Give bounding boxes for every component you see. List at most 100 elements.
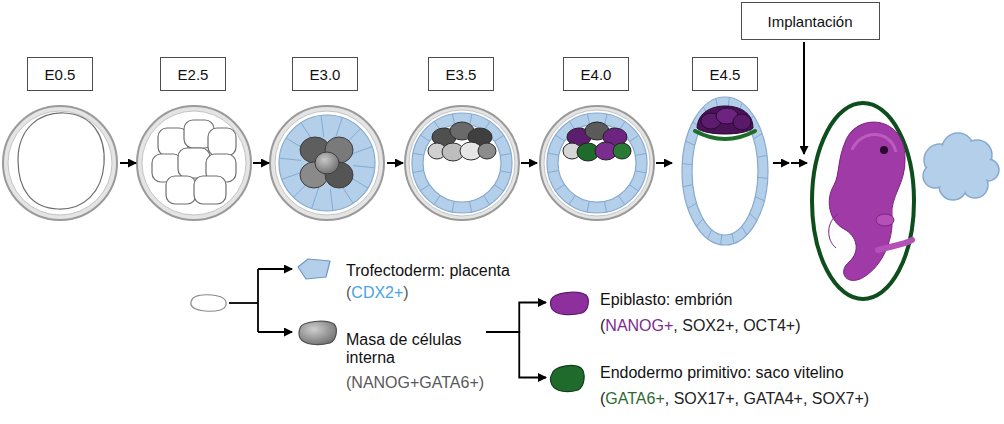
cell-boundary (413, 114, 511, 212)
cell-boundary (469, 201, 471, 212)
cell-boundary (708, 230, 712, 239)
cell-boundary (452, 114, 454, 125)
eight-cell-embryo (137, 106, 251, 220)
eight-cell-embryo (194, 176, 226, 204)
cell-boundary (682, 97, 768, 244)
cell-boundary (413, 153, 424, 155)
stage-arrow (773, 162, 789, 164)
marker-part: CDX2+ (351, 284, 403, 301)
eight-cell-embryo (208, 128, 236, 156)
trophectoderm-lineage: Trofectoderm: placenta (CDX2+) (296, 255, 510, 301)
cell-boundary (500, 171, 511, 173)
cell-boundary (629, 185, 638, 191)
stage-arrow (803, 42, 805, 154)
cell-boundary (556, 135, 565, 141)
placenta (923, 133, 999, 200)
lineage-name: Epiblasto: embrión (600, 291, 801, 309)
cell-boundary (742, 226, 747, 235)
stage-arrow (656, 162, 672, 164)
cell-boundary (683, 185, 693, 187)
cell-boundary (548, 170, 559, 172)
inner-cells (315, 152, 339, 174)
cell-boundary (757, 155, 767, 157)
morula (270, 106, 384, 220)
mid-blastocyst (544, 110, 650, 216)
cell-boundary (351, 147, 372, 155)
stage-text: E3.5 (446, 66, 477, 83)
zygote (3, 106, 117, 220)
cell-boundary (495, 135, 504, 141)
stage-arrow (387, 162, 403, 164)
implanted-embryo (829, 214, 838, 248)
stage-label: E3.5 (428, 57, 494, 91)
lineage-name: Trofectoderm: placenta (346, 262, 510, 280)
cell-boundary (750, 214, 757, 221)
implanted-embryo (852, 135, 896, 153)
cell-boundary (500, 153, 511, 155)
epiblast-lineage: Epiblasto: embrión(NANOG+, SOX2+, OCT4+) (548, 289, 801, 334)
marker-part: ( (346, 284, 351, 301)
epiblast (733, 114, 751, 130)
zygote (3, 106, 117, 220)
marker-list: (NANOG+GATA6+) (346, 374, 484, 392)
cell-boundary (604, 201, 606, 212)
stage-arrow (521, 162, 537, 164)
cell-boundary (421, 135, 430, 141)
lineage-connector (486, 332, 546, 378)
stage-text: E0.5 (45, 66, 76, 83)
cell-icon (299, 321, 336, 344)
cell-icon (298, 259, 330, 279)
cell-boundary (635, 153, 646, 155)
late-blastocyst (682, 97, 768, 245)
zygote (8, 111, 112, 215)
cell-boundary (686, 141, 695, 145)
cell-boundary (569, 195, 575, 204)
cell-icon (296, 257, 332, 281)
stage-arrow (253, 162, 269, 164)
lineage-name: Endodermo primitivo: saco vitelino (600, 364, 869, 382)
inner-cell-mass (613, 143, 631, 159)
marker-list: (GATA6+, SOX17+, GATA4+, SOX7+) (600, 390, 869, 408)
cell-boundary (548, 114, 646, 212)
cell-icon (296, 318, 338, 346)
implanted-embryo (876, 214, 894, 226)
cell-boundary (635, 171, 646, 173)
eight-cell-embryo (137, 106, 251, 220)
cell-boundary (755, 197, 764, 201)
late-blastocyst (682, 97, 768, 245)
early-blastocyst (405, 106, 519, 220)
lineage-text: Masa de células interna(NANOG+GATA6+) (296, 318, 484, 392)
zygote-cell (191, 295, 226, 311)
cell-boundary (279, 158, 301, 160)
lineage-connector (486, 303, 546, 333)
marker-part: NANOG+ (605, 317, 673, 334)
inner-cell-mass (428, 122, 496, 161)
cell-boundary (452, 201, 454, 212)
marker-part: , SOX2+, OCT4+) (673, 317, 800, 334)
morula (270, 106, 384, 220)
lineage-branch (229, 302, 258, 304)
stage-arrow (120, 42, 807, 163)
primitive-endoderm-lineage: Endodermo primitivo: saco vitelino (GATA6… (548, 362, 869, 407)
cell-boundary (413, 170, 424, 172)
cell-boundary (587, 114, 589, 125)
marker-part: , SOX17+, GATA4+, SOX7+) (665, 390, 869, 407)
cell-boundary (494, 185, 503, 191)
placenta (925, 135, 998, 199)
mid-blastocyst (540, 106, 654, 220)
cell-boundary (605, 114, 607, 125)
cell-boundary (321, 115, 324, 137)
stage-text: E2.5 (178, 66, 209, 83)
marker-part: ) (403, 284, 408, 301)
implanted-embryo (829, 122, 905, 280)
morula (275, 111, 379, 215)
cell-boundary (758, 177, 768, 179)
cell-boundary (619, 196, 625, 205)
implanted-embryo (880, 146, 888, 154)
implanted-embryo (878, 240, 912, 250)
marker-part: GATA6+ (605, 390, 664, 407)
zygote (18, 113, 104, 209)
cell-icon (550, 292, 588, 314)
stage-text: E3.0 (310, 66, 341, 83)
